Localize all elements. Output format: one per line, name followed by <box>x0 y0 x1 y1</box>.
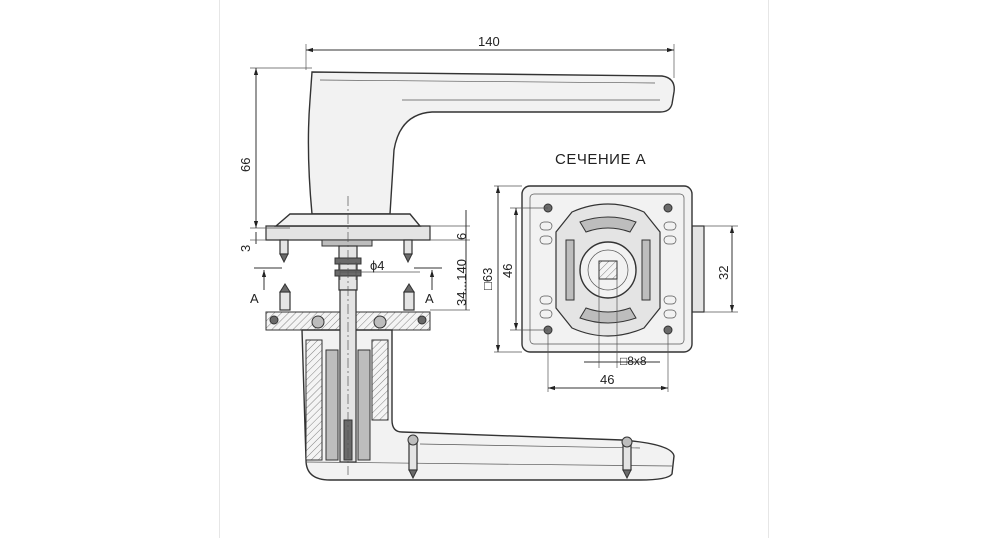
dim-pin-diameter: ϕ4 <box>370 258 385 273</box>
dim-screw-spacing-horizontal: 46 <box>600 372 614 387</box>
section-title: СЕЧЕНИЕ А <box>555 151 646 168</box>
dim-screw-spacing-vertical: 46 <box>500 264 515 278</box>
upper-handle <box>307 71 675 215</box>
dim-overall-length: 140 <box>478 34 500 49</box>
dim-height: 66 <box>238 158 253 172</box>
dim-latch-height: 32 <box>716 266 731 280</box>
dim-rosette-square: □63 <box>480 268 495 290</box>
section-mark-right: A <box>425 291 434 306</box>
frame-right-edge <box>768 0 769 538</box>
section-plate <box>521 185 705 353</box>
lower-assembly <box>265 283 675 481</box>
frame-left-edge <box>219 0 220 538</box>
dim-rosette-step: 6 <box>454 233 469 240</box>
dim-rosette-thickness: 3 <box>238 245 253 252</box>
section-cut-marks <box>254 267 442 290</box>
section-mark-left: A <box>250 291 259 306</box>
dim-spindle-square: □8x8 <box>620 354 647 368</box>
dim-door-thickness: 34...140 <box>454 259 469 306</box>
